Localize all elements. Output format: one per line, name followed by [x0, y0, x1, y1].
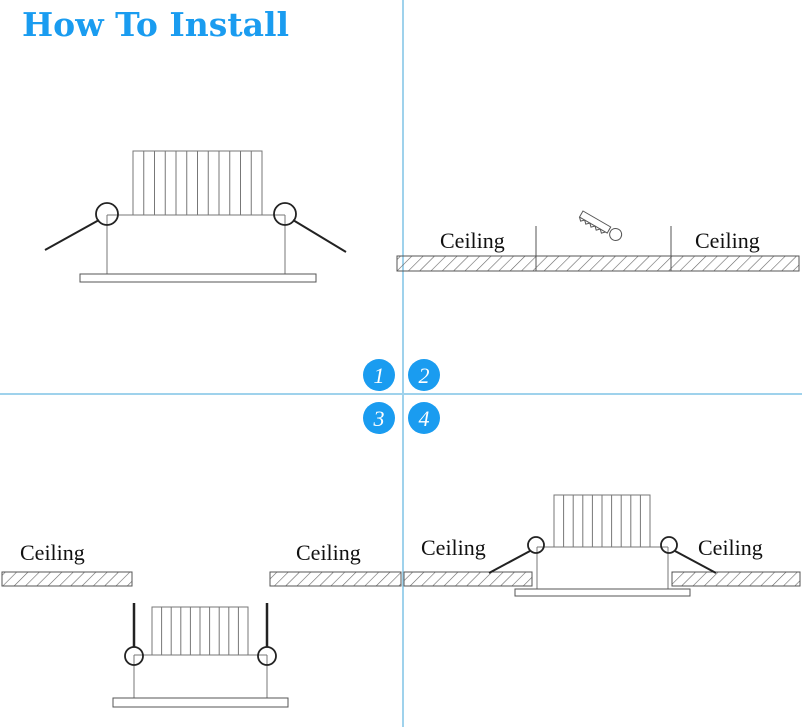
step1-downlight	[44, 150, 347, 283]
step2-ceiling-label-right: Ceiling	[695, 228, 760, 253]
step-badge-2: 2	[408, 359, 440, 391]
step3-ceiling-label-left: Ceiling	[20, 540, 85, 565]
step3-ceiling-panel-right	[269, 571, 402, 587]
step1-spring-clips	[44, 202, 347, 253]
step-badge-4: 4	[408, 402, 440, 434]
step-badge-1: 1	[363, 359, 395, 391]
step4-installed-fixture: Ceiling Ceiling	[403, 494, 801, 597]
step3-heatsink	[151, 606, 249, 656]
step4-trim-ring	[514, 588, 691, 597]
step3-spring-clips	[124, 603, 277, 666]
svg-text:4: 4	[419, 406, 430, 431]
page-title: How To Install	[22, 5, 289, 44]
step-badge-3: 3	[363, 402, 395, 434]
step4-heatsink	[553, 494, 651, 548]
step2-cut-ceiling: Ceiling Ceiling	[396, 210, 800, 272]
saw-icon	[578, 210, 623, 241]
step3-trim-ring	[112, 697, 289, 708]
step1-heatsink	[132, 150, 263, 216]
step4-ceiling-label-right: Ceiling	[698, 535, 763, 560]
step4-ceiling-panel-right	[671, 571, 801, 587]
step2-ceiling-panel	[396, 255, 800, 272]
svg-text:2: 2	[419, 363, 430, 388]
step4-ceiling-label-left: Ceiling	[421, 535, 486, 560]
step3-ceiling-panel-left	[1, 571, 133, 587]
step3-insert-fixture: Ceiling Ceiling	[1, 540, 402, 708]
step3-ceiling-label-right: Ceiling	[296, 540, 361, 565]
step1-housing	[106, 214, 286, 274]
step4-spring-clips	[488, 536, 717, 574]
svg-text:1: 1	[374, 363, 385, 388]
step4-ceiling-panel-left	[403, 571, 533, 587]
step1-trim-ring	[79, 273, 317, 283]
step4-housing	[536, 546, 669, 589]
svg-text:3: 3	[373, 406, 385, 431]
step3-housing	[133, 654, 268, 698]
step2-ceiling-label-left: Ceiling	[440, 228, 505, 253]
